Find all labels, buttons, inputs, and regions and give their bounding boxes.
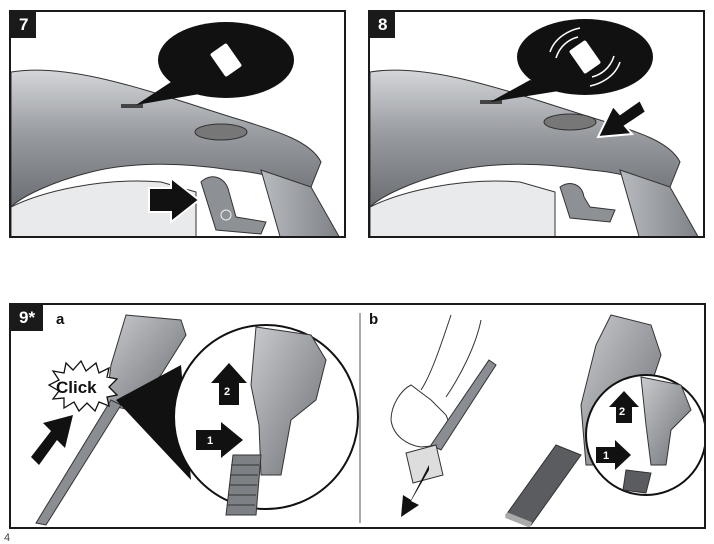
- vent-slot: [121, 104, 143, 108]
- step-number-8: 8: [370, 12, 396, 38]
- arrow-label-2-a: 2: [224, 386, 230, 398]
- vent-slot: [480, 100, 502, 104]
- illustration-step-7: [11, 22, 340, 236]
- vibration-line: [555, 36, 579, 59]
- illustration-step-8: [370, 19, 699, 236]
- push-arrow: [148, 175, 201, 225]
- indicator-glyph: [210, 43, 242, 77]
- brush-head-b: [405, 444, 444, 484]
- pull-arrow-b: [401, 465, 429, 517]
- vibration-line: [591, 55, 615, 78]
- slider-button: [543, 113, 597, 131]
- arm-outline: [445, 319, 482, 398]
- step-number-7: 7: [11, 12, 37, 38]
- click-label: Click: [56, 378, 97, 397]
- panel-step-8: 8: [368, 10, 705, 238]
- sub-step-b: b: [369, 311, 379, 328]
- vibration-line: [589, 61, 621, 87]
- arrow-label-1-a: 1: [207, 435, 213, 447]
- nozzle-bristles: [504, 512, 533, 527]
- arrow-label-2-b: 2: [619, 406, 625, 418]
- panel-step-7: 7: [9, 10, 346, 238]
- dust-container: [370, 180, 556, 236]
- slider-button: [194, 123, 248, 141]
- magnifier-pointer-a: [116, 365, 191, 480]
- device-detail-a: [250, 326, 327, 476]
- panel-step-9: 9* a b 2 1 Click: [9, 303, 706, 529]
- push-arrow: [596, 98, 648, 139]
- extension-tube-a: [35, 399, 122, 526]
- indicator-glyph: [569, 40, 601, 74]
- nozzle-detail-b: [622, 469, 652, 494]
- arrow-step-2-b: [609, 391, 639, 423]
- arrow-label-1-b: 1: [603, 450, 609, 462]
- arrow-step-1-b: [596, 440, 631, 470]
- page-number: 4: [4, 532, 11, 544]
- device-grip: [260, 169, 340, 236]
- release-lever: [559, 183, 616, 223]
- click-starburst: [47, 359, 119, 413]
- release-lever: [200, 176, 267, 235]
- insert-arrow-a: [31, 415, 73, 465]
- crevice-nozzle-b: [505, 444, 582, 526]
- arm-outline: [420, 314, 452, 391]
- lever-symbol: [220, 209, 232, 221]
- arrow-step-1-a: [196, 422, 243, 458]
- arrow-step-2-a: [211, 363, 247, 405]
- vibration-line: [549, 27, 581, 53]
- nozzle-ridges: [227, 464, 259, 506]
- device-detail-b: [640, 376, 692, 466]
- illustration-step-9: 2 1 Click 2 1: [31, 313, 704, 527]
- step-number-9: 9*: [11, 305, 44, 331]
- accessory-tool-b: [430, 359, 497, 451]
- device-grip: [619, 169, 699, 236]
- sub-step-a: a: [56, 311, 65, 328]
